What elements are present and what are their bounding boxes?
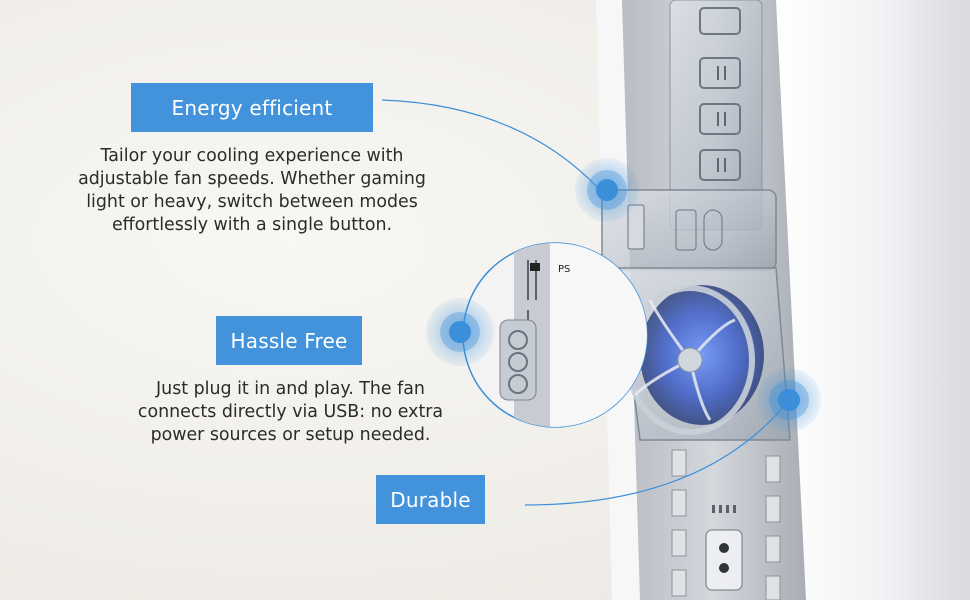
stand-slots	[699, 7, 741, 181]
fan-icon	[617, 267, 791, 441]
energy-desc-line: effortlessly with a single button.	[111, 215, 393, 235]
hassle-description: Just plug it in and play. The fan connec…	[118, 378, 463, 447]
durable-label-text: Durable	[390, 487, 471, 512]
durable-label: Durable	[376, 475, 485, 524]
usb-port-icon	[703, 209, 723, 251]
energy-efficient-label: Energy efficient	[131, 83, 373, 132]
hassle-desc-line: connects directly via USB: no extra	[137, 402, 444, 422]
energy-dot	[575, 158, 639, 222]
energy-desc-line: light or heavy, switch between modes	[86, 192, 418, 212]
energy-label-text: Energy efficient	[171, 95, 333, 120]
energy-description: Tailor your cooling experience with adju…	[52, 145, 452, 237]
hassle-desc-line: Just plug it in and play. The fan	[156, 379, 425, 399]
durable-dot	[757, 368, 821, 432]
console-right-panel	[772, 0, 970, 600]
callout-lines	[381, 99, 786, 506]
hassle-dot	[426, 298, 494, 366]
energy-desc-line: Tailor your cooling experience with	[100, 146, 404, 166]
energy-desc-line: adjustable fan speeds. Whether gaming	[78, 169, 426, 189]
power-socket-icon	[705, 529, 743, 591]
playstation-logo-icon: PS	[558, 264, 570, 275]
inset-detail: PS	[462, 242, 648, 428]
hassle-label-text: Hassle Free	[230, 328, 348, 353]
hassle-free-label: Hassle Free	[216, 316, 362, 365]
hassle-desc-line: power sources or setup needed.	[150, 425, 431, 445]
